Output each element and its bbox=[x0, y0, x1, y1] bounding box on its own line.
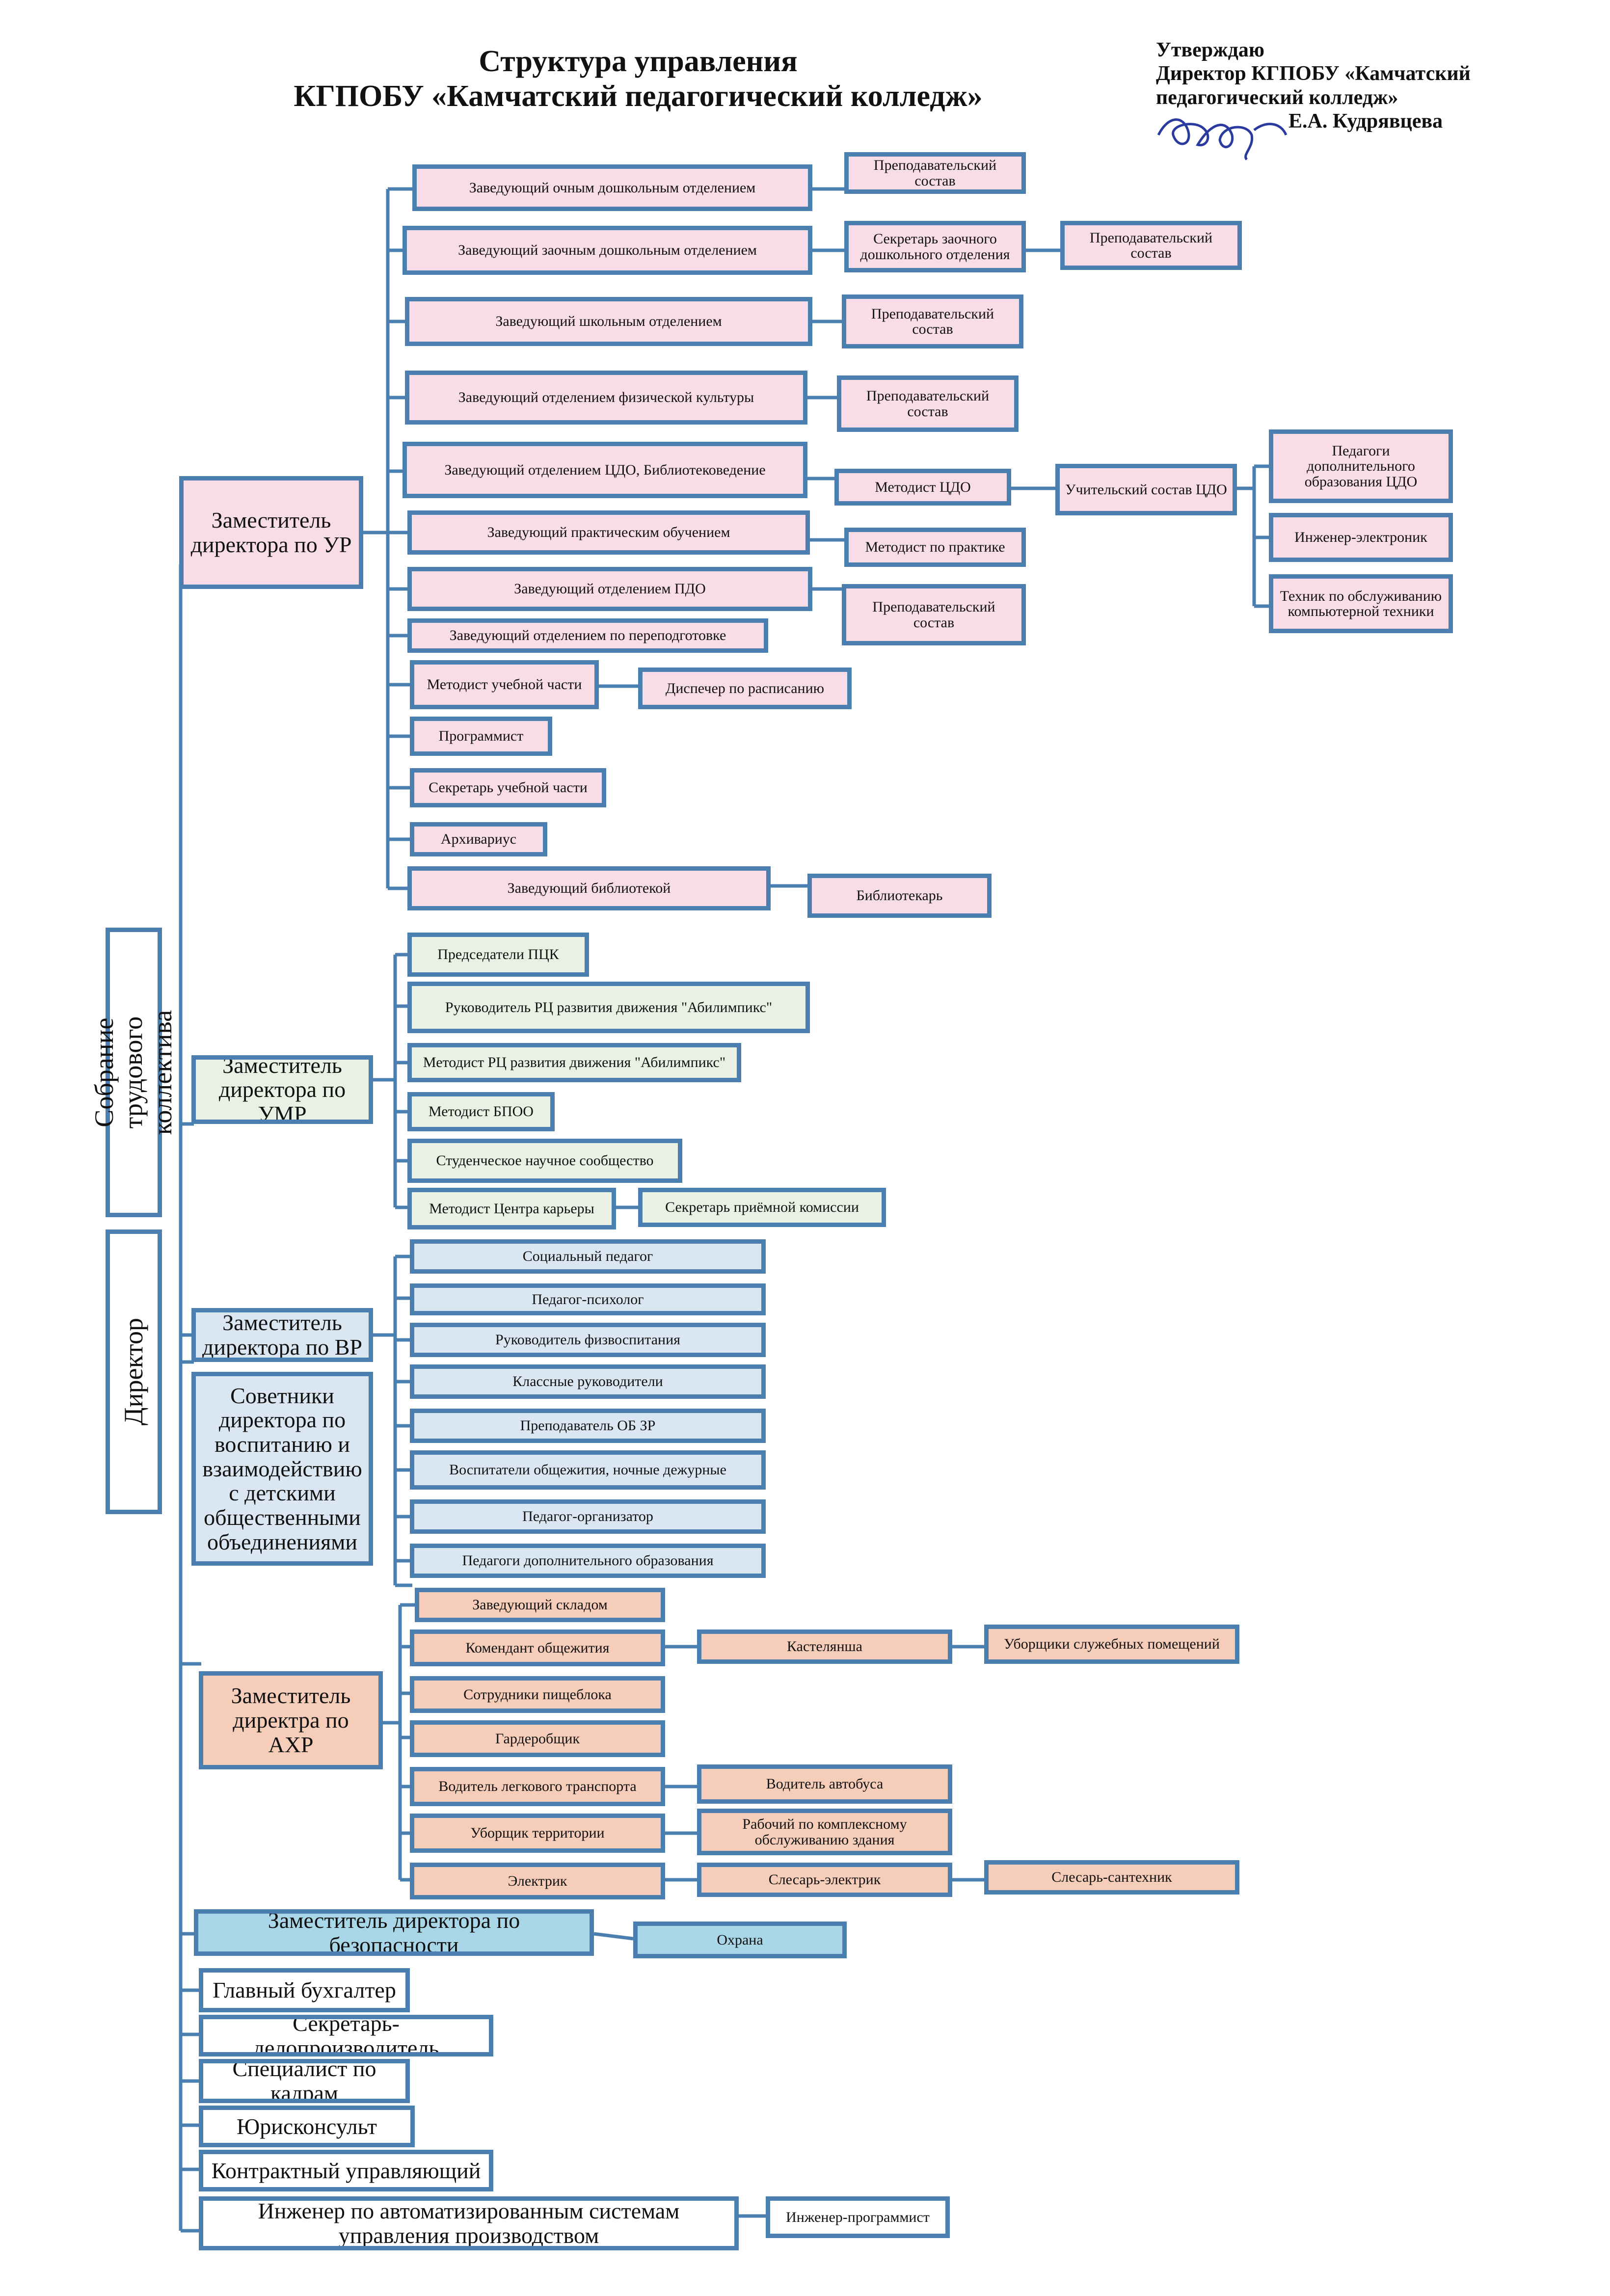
umr-methodist-bpoo[interactable]: Методист БПОО bbox=[407, 1092, 555, 1131]
vr-dorm-educators[interactable]: Воспитатели общежития, ночные дежурные bbox=[410, 1450, 766, 1490]
umr-abilympics-head[interactable]: Руководитель РЦ развития движения "Абили… bbox=[407, 982, 810, 1033]
page-title: Структура управления КГПОБУ «Камчатский … bbox=[206, 44, 1070, 114]
ur-teaching-staff-5[interactable]: Преподавательский состав bbox=[842, 584, 1026, 645]
vr-pdo-teachers[interactable]: Педагоги дополнительного образования bbox=[410, 1544, 766, 1578]
ur-computer-technician[interactable]: Техник по обслуживанию компьютерной техн… bbox=[1269, 574, 1453, 633]
vr-organizer[interactable]: Педагог-организатор bbox=[410, 1499, 766, 1534]
director-label: Директор bbox=[118, 1318, 148, 1426]
umr-pck-chairs[interactable]: Председатели ПЦК bbox=[407, 933, 589, 977]
deputy-security[interactable]: Заместитель директора по безопасности bbox=[194, 1909, 594, 1956]
asu-engineer[interactable]: Инженер по автоматизированным системам у… bbox=[199, 2196, 739, 2250]
ur-head-fulltime-preschool[interactable]: Заведующий очным дошкольным отделением bbox=[412, 164, 812, 211]
ur-head-retraining[interactable]: Заведующий отделением по переподготовке bbox=[407, 618, 768, 653]
ahr-office-cleaners[interactable]: Уборщики служебных помещений bbox=[984, 1625, 1239, 1664]
ur-head-school[interactable]: Заведующий школьным отделением bbox=[405, 297, 812, 346]
approval-line-3: педагогический колледж» bbox=[1156, 86, 1398, 109]
vr-psychologist[interactable]: Педагог-психолог bbox=[410, 1283, 766, 1315]
ahr-linen-keeper[interactable]: Кастелянша bbox=[697, 1629, 952, 1664]
umr-admissions-secretary[interactable]: Секретарь приёмной комиссии bbox=[638, 1188, 886, 1227]
ahr-dorm-commandant[interactable]: Комендант общежития bbox=[410, 1629, 665, 1666]
vr-pe-head[interactable]: Руководитель физвоспитания bbox=[410, 1323, 766, 1357]
ur-teaching-staff-2[interactable]: Преподавательский состав bbox=[1060, 221, 1242, 270]
ahr-warehouse-head[interactable]: Заведующий складом bbox=[415, 1588, 665, 1622]
title-line-2: КГПОБУ «Камчатский педагогический коллед… bbox=[294, 80, 983, 113]
ur-head-parttime-preschool[interactable]: Заведующий заочным дошкольным отделением bbox=[402, 226, 812, 275]
legal-adviser[interactable]: Юрисконсульт bbox=[199, 2106, 415, 2147]
hr-specialist[interactable]: Специалист по кадрам bbox=[199, 2059, 410, 2103]
director-box: Директор bbox=[106, 1229, 162, 1514]
contract-manager[interactable]: Контрактный управляющий bbox=[199, 2150, 493, 2191]
approval-name: Е.А. Кудрявцева bbox=[1288, 109, 1443, 133]
ur-methodist-practice[interactable]: Методист по практике bbox=[844, 528, 1026, 567]
ahr-territory-cleaner[interactable]: Уборщик территории bbox=[410, 1814, 665, 1853]
ur-methodist-academic[interactable]: Методист учебной части bbox=[410, 660, 599, 709]
ur-pdo-teachers-cdo[interactable]: Педагоги дополнительного образования ЦДО bbox=[1269, 429, 1453, 503]
ahr-maintenance-worker[interactable]: Рабочий по комплексному обслуживанию зда… bbox=[697, 1809, 952, 1855]
umr-abilympics-methodist[interactable]: Методист РЦ развития движения "Абилимпик… bbox=[407, 1043, 741, 1082]
ur-programmer[interactable]: Программист bbox=[410, 717, 552, 756]
deputy-ahr[interactable]: Заместитель директра по АХР bbox=[199, 1671, 383, 1769]
ahr-bus-driver[interactable]: Водитель автобуса bbox=[697, 1764, 952, 1804]
ur-secretary-parttime[interactable]: Секретарь заочного дошкольного отделения bbox=[844, 221, 1026, 272]
asu-programmer[interactable]: Инженер-программист bbox=[766, 2196, 950, 2238]
approval-block: Утверждаю Директор КГПОБУ «Камчатский пе… bbox=[1156, 38, 1529, 133]
ur-teaching-staff-3[interactable]: Преподавательский состав bbox=[842, 294, 1023, 348]
ur-methodist-cdo[interactable]: Методист ЦДО bbox=[834, 469, 1011, 506]
deputy-vr[interactable]: Заместитель директора по ВР bbox=[191, 1308, 373, 1362]
ahr-car-driver[interactable]: Водитель легкового транспорта bbox=[410, 1767, 665, 1806]
umr-career-center-methodist[interactable]: Методист Центра карьеры bbox=[407, 1188, 616, 1229]
ur-teaching-staff-1[interactable]: Преподавательский состав bbox=[844, 152, 1026, 194]
ur-archivist[interactable]: Архивариус bbox=[410, 822, 547, 856]
ur-head-practical-training[interactable]: Заведующий практическим обучением bbox=[407, 510, 810, 555]
ur-electronics-engineer[interactable]: Инженер-электроник bbox=[1269, 513, 1453, 562]
ahr-cloakroom[interactable]: Гардеробщик bbox=[410, 1720, 665, 1757]
ahr-plumber[interactable]: Слесарь-сантехник bbox=[984, 1860, 1239, 1895]
ur-head-cdo-library[interactable]: Заведующий отделением ЦДО, Библиотековед… bbox=[402, 442, 807, 498]
title-line-1: Структура управления bbox=[479, 45, 798, 78]
approval-line-1: Утверждаю bbox=[1156, 39, 1264, 61]
ahr-electrician[interactable]: Электрик bbox=[410, 1863, 665, 1899]
security-guard[interactable]: Охрана bbox=[633, 1922, 847, 1958]
vr-social-pedagogue[interactable]: Социальный педагог bbox=[410, 1239, 766, 1274]
assembly-box: Собрание трудового коллектива bbox=[89, 928, 177, 1217]
ur-teaching-staff-4[interactable]: Преподавательский состав bbox=[837, 375, 1019, 432]
advisers-box[interactable]: Советники директора по воспитанию и взаи… bbox=[191, 1372, 373, 1566]
ur-secretary-academic[interactable]: Секретарь учебной части bbox=[410, 768, 606, 807]
vr-obzr-teacher[interactable]: Преподаватель ОБ ЗР bbox=[410, 1409, 766, 1443]
ur-head-pdo[interactable]: Заведующий отделением ПДО bbox=[407, 567, 812, 611]
deputy-ur[interactable]: Заместитель директора по УР bbox=[179, 476, 363, 589]
ur-head-library[interactable]: Заведующий библиотекой bbox=[407, 866, 771, 910]
chief-accountant[interactable]: Главный бухгалтер bbox=[199, 1968, 410, 2012]
approval-line-2: Директор КГПОБУ «Камчатский bbox=[1156, 62, 1471, 85]
vr-class-teachers[interactable]: Классные руководители bbox=[410, 1364, 766, 1399]
signature-mark bbox=[1157, 118, 1288, 160]
secretary-clerk[interactable]: Секретарь-делопроизводитель bbox=[199, 2015, 493, 2056]
ahr-electric-fitter[interactable]: Слесарь-электрик bbox=[697, 1863, 952, 1897]
deputy-umr[interactable]: Заместитель директора по УМР bbox=[191, 1055, 373, 1124]
ur-teachers-cdo[interactable]: Учительский состав ЦДО bbox=[1055, 464, 1237, 515]
ur-schedule-dispatcher[interactable]: Диспечер по расписанию bbox=[638, 667, 852, 709]
umr-student-society[interactable]: Студенческое научное сообщество bbox=[407, 1139, 682, 1183]
ur-librarian[interactable]: Библиотекарь bbox=[807, 874, 992, 918]
ur-head-physical-culture[interactable]: Заведующий отделением физической культур… bbox=[405, 371, 807, 425]
assembly-label: Собрание трудового коллектива bbox=[89, 1010, 178, 1135]
ahr-canteen-staff[interactable]: Сотрудники пищеблока bbox=[410, 1676, 665, 1713]
